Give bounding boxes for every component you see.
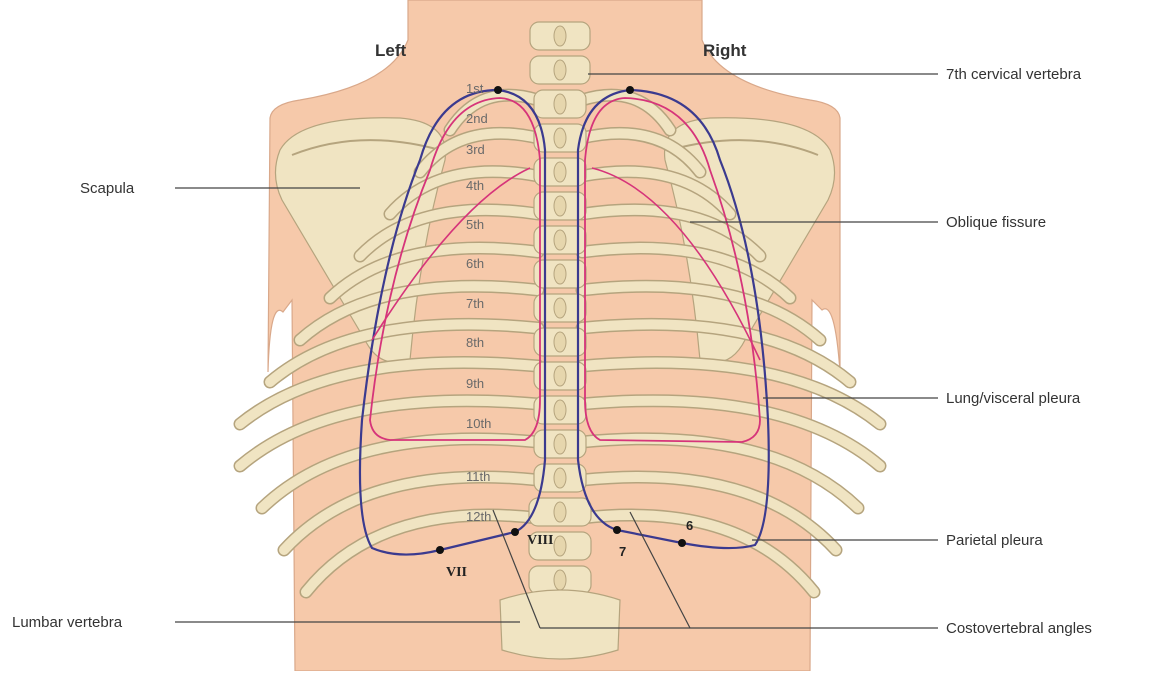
spinous-process: [554, 94, 566, 114]
spinous-process: [554, 26, 566, 46]
rib-label-11: 11th: [466, 469, 490, 484]
spinous-process: [554, 230, 566, 250]
marker-6: 6: [686, 518, 693, 533]
sacrum: [500, 590, 620, 659]
dot-right-apex: [626, 86, 634, 94]
spinous-process: [554, 264, 566, 284]
callout-costo: Costovertebral angles: [946, 620, 1092, 637]
spinous-process: [554, 400, 566, 420]
spinous-process: [554, 536, 566, 556]
spinous-process: [554, 332, 566, 352]
spinous-process: [554, 196, 566, 216]
rib-label-12: 12th: [466, 509, 491, 524]
rib-label-2: 2nd: [466, 111, 488, 126]
dot-6: [678, 539, 686, 547]
marker-vii: VII: [446, 565, 467, 580]
dot-left-apex: [494, 86, 502, 94]
rib-label-4: 4th: [466, 178, 484, 193]
spinous-process: [554, 434, 566, 454]
callout-scapula: Scapula: [80, 180, 135, 197]
spinous-process: [554, 60, 566, 80]
rib-label-1: 1st: [466, 81, 484, 96]
right-side-label: Right: [703, 41, 747, 60]
spinous-process: [554, 570, 566, 590]
rib-label-7: 7th: [466, 296, 484, 311]
rib-label-10: 10th: [466, 416, 491, 431]
rib-label-8: 8th: [466, 335, 484, 350]
dot-vii: [436, 546, 444, 554]
dot-7: [613, 526, 621, 534]
callout-lumbar: Lumbar vertebra: [12, 614, 123, 631]
callout-lung: Lung/visceral pleura: [946, 390, 1081, 407]
callout-oblique: Oblique fissure: [946, 214, 1046, 231]
dot-viii: [511, 528, 519, 536]
callout-c7: 7th cervical vertebra: [946, 66, 1082, 83]
spinous-process: [554, 366, 566, 386]
vertebral-column: [529, 22, 591, 594]
rib-label-6: 6th: [466, 256, 484, 271]
marker-viii: VIII: [527, 533, 553, 548]
callout-parietal: Parietal pleura: [946, 532, 1043, 549]
spinous-process: [554, 468, 566, 488]
left-side-label: Left: [375, 41, 407, 60]
spinous-process: [554, 128, 566, 148]
marker-7: 7: [619, 544, 626, 559]
rib-label-5: 5th: [466, 217, 484, 232]
spinous-process: [554, 298, 566, 318]
rib-label-9: 9th: [466, 376, 484, 391]
spinous-process: [554, 162, 566, 182]
spinous-process: [554, 502, 566, 522]
rib-label-3: 3rd: [466, 142, 485, 157]
